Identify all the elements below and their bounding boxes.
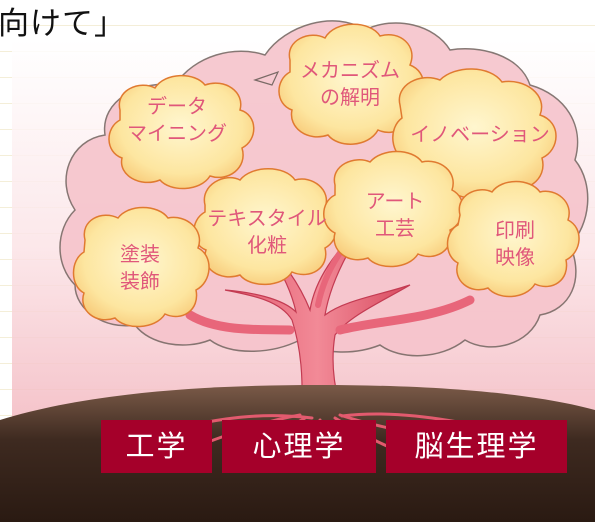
cloud-label-line: 映像	[495, 245, 535, 269]
cloud-label-data-mining: データ マイニング	[112, 93, 242, 147]
cloud-label-line: イノベーション	[410, 122, 550, 146]
cloud-label-line: 工芸	[375, 216, 415, 240]
field-box-brain-physiology: 脳生理学	[386, 420, 567, 473]
tree-branch-right	[335, 295, 475, 335]
cloud-label-line: テキスタイル	[207, 206, 327, 230]
cloud-label-line: 塗装	[120, 242, 160, 266]
cloud-printing-imaging	[446, 180, 580, 298]
tree-branch-left	[185, 310, 295, 335]
field-box-engineering: 工学	[101, 420, 212, 473]
cloud-label-printing-imaging: 印刷 映像	[465, 217, 565, 271]
cloud-label-innovation: イノベーション	[395, 121, 565, 148]
cloud-label-textile-cosmetics: テキスタイル 化粧	[192, 205, 342, 259]
arrow-doodle-icon	[253, 70, 280, 86]
cloud-label-line: アート	[365, 189, 425, 213]
cloud-label-mechanism: メカニズム の解明	[285, 57, 415, 111]
cloud-label-line: メカニズム	[300, 58, 400, 82]
cloud-label-line: の解明	[320, 85, 380, 109]
heading-fragment: 向けて」	[0, 6, 126, 42]
cloud-art-craft	[323, 150, 464, 268]
cloud-label-art-craft: アート 工芸	[340, 188, 450, 242]
cloud-label-painting-decoration: 塗装 装飾	[90, 241, 190, 295]
cloud-label-line: マイニング	[127, 121, 227, 145]
cloud-label-line: 化粧	[247, 233, 287, 257]
cloud-label-line: データ	[147, 94, 207, 118]
field-box-psychology: 心理学	[222, 420, 376, 473]
tree-trunk	[224, 224, 411, 421]
cloud-painting-decoration	[72, 206, 210, 328]
cloud-data-mining	[108, 74, 255, 190]
cloud-label-line: 印刷	[495, 218, 535, 242]
cloud-label-line: 装飾	[120, 269, 160, 293]
